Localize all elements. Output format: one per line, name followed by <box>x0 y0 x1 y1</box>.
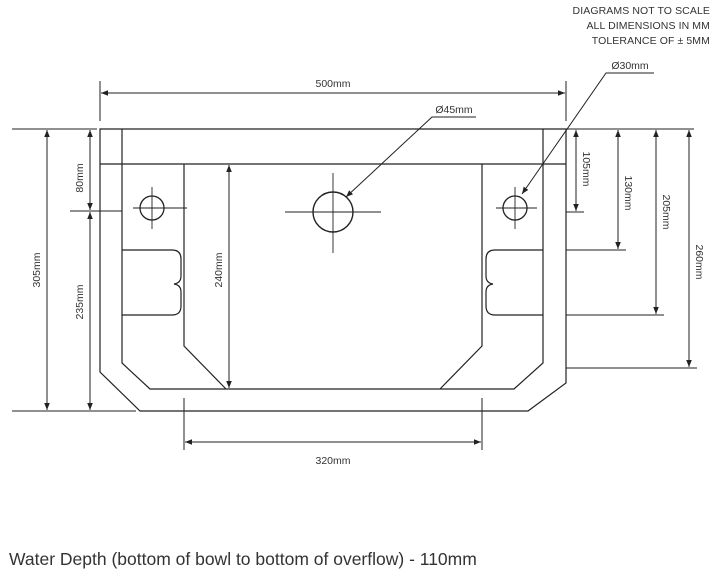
label-500: 500mm <box>315 78 350 90</box>
hole-centerlines <box>133 173 537 253</box>
basin-outer-edge <box>99 128 567 412</box>
bowl-left-wall <box>183 164 227 390</box>
label-240: 240mm <box>213 252 225 287</box>
drawing-notes: DIAGRAMS NOT TO SCALE ALL DIMENSIONS IN … <box>573 4 710 49</box>
tap-holes <box>133 173 537 253</box>
note-units: ALL DIMENSIONS IN MM <box>586 20 710 32</box>
label-diameter-30: Ø30mm <box>611 60 649 72</box>
label-105: 105mm <box>580 151 592 186</box>
dimension-lines <box>12 72 697 450</box>
basin-outline <box>99 128 567 412</box>
water-depth-caption: Water Depth (bottom of bowl to bottom of… <box>9 549 477 569</box>
basin-inner-rim <box>121 129 544 390</box>
note-tolerance: TOLERANCE OF ± 5MM <box>591 35 710 47</box>
label-130: 130mm <box>622 175 634 210</box>
leader-30 <box>521 72 654 195</box>
label-235: 235mm <box>74 284 86 319</box>
dimension-labels: 500mm 320mm Ø45mm Ø30mm 305mm 80mm 235mm… <box>31 60 705 467</box>
label-205: 205mm <box>660 194 672 229</box>
label-260: 260mm <box>693 244 705 279</box>
bowl-right-wall <box>439 164 483 390</box>
note-not-to-scale: DIAGRAMS NOT TO SCALE <box>572 5 710 17</box>
label-320: 320mm <box>315 455 350 467</box>
left-bracket-recess <box>122 249 182 316</box>
label-80: 80mm <box>74 163 86 192</box>
leader-45 <box>345 116 476 198</box>
label-diameter-45: Ø45mm <box>435 104 473 116</box>
right-bracket-recess <box>485 249 543 316</box>
label-305: 305mm <box>31 252 43 287</box>
